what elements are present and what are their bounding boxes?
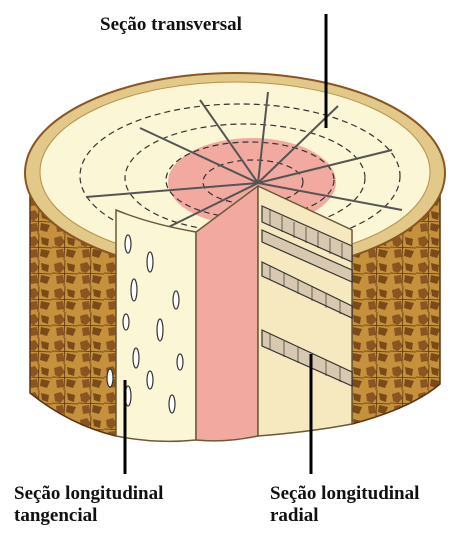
label-radial-line2: radial — [270, 505, 419, 527]
label-radial-line1: Seção longitudinal — [270, 483, 419, 505]
label-tangential-line2: tangencial — [14, 505, 163, 527]
label-tangential-section: Seção longitudinal tangencial — [14, 483, 163, 527]
label-radial-section: Seção longitudinal radial — [270, 483, 419, 527]
label-transverse-section: Seção transversal — [100, 14, 242, 36]
heartwood-face — [196, 186, 258, 441]
label-tangential-line1: Seção longitudinal — [14, 483, 163, 505]
